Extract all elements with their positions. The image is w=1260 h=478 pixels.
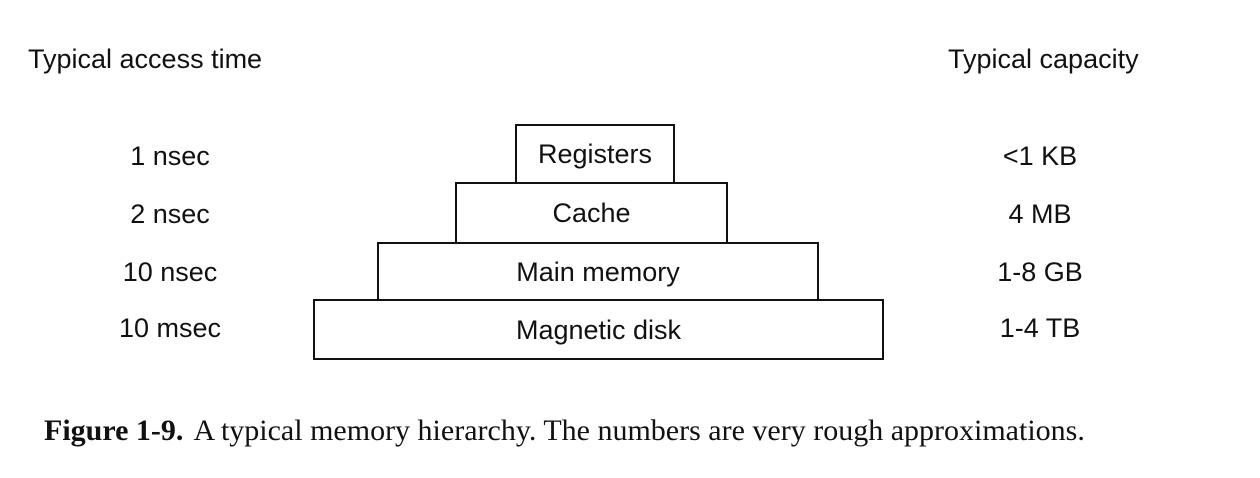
capacity-registers: <1 KB <box>1002 141 1078 171</box>
level-registers: Registers <box>515 124 675 184</box>
figure-caption-text: A typical memory hierarchy. The numbers … <box>193 414 1085 447</box>
level-magnetic-disk: Magnetic disk <box>313 299 884 360</box>
level-main-memory: Main memory <box>377 242 819 301</box>
level-cache: Cache <box>455 182 728 244</box>
level-registers-label: Registers <box>537 139 653 169</box>
access-time-cache: 2 nsec <box>130 199 210 229</box>
capacity-header: Typical capacity <box>948 44 1139 74</box>
capacity-cache: 4 MB <box>1008 199 1072 229</box>
capacity-main-memory: 1-8 GB <box>997 257 1083 287</box>
figure-number: Figure 1-9. <box>44 414 184 447</box>
access-time-magnetic-disk: 10 msec <box>118 313 222 343</box>
capacity-magnetic-disk: 1-4 TB <box>999 313 1081 343</box>
access-time-main-memory: 10 nsec <box>122 257 218 287</box>
access-time-header: Typical access time <box>28 44 263 74</box>
access-time-registers: 1 nsec <box>130 141 210 171</box>
figure-caption: Figure 1-9. A typical memory hierarchy. T… <box>44 412 1085 450</box>
level-main-memory-label: Main memory <box>516 256 680 287</box>
level-cache-label: Cache <box>552 198 631 228</box>
level-magnetic-disk-label: Magnetic disk <box>515 314 682 345</box>
